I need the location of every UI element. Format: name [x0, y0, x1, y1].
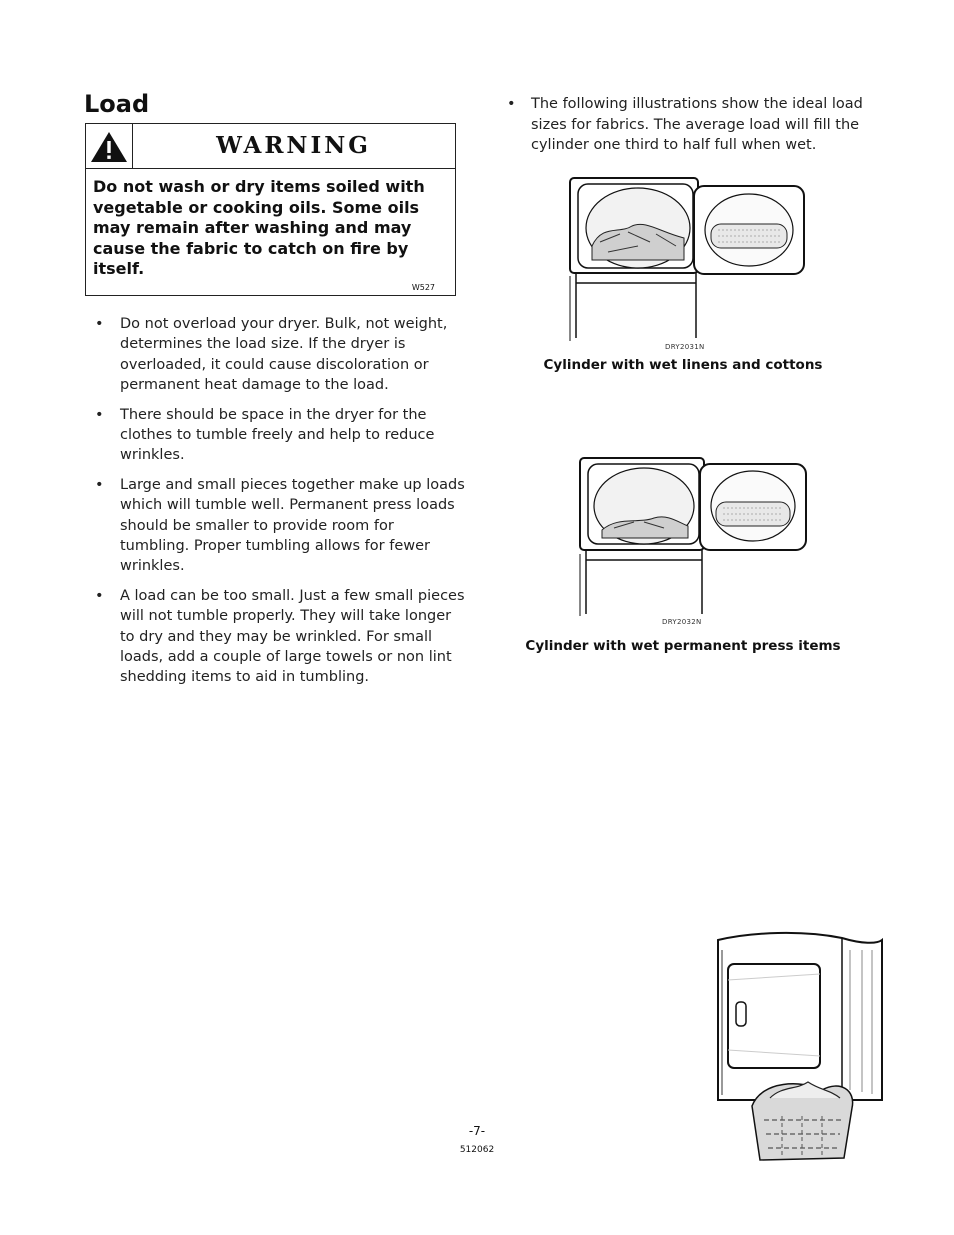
- figure-code: DRY2032N: [662, 618, 702, 626]
- dryer-permanent-press-illustration: [579, 457, 807, 616]
- warning-triangle-icon: [91, 132, 127, 162]
- document-number: 512062: [459, 1145, 495, 1155]
- warning-box: WARNING Do not wash or dry items soiled …: [85, 123, 456, 296]
- warning-text: Do not wash or dry items soiled with veg…: [93, 177, 425, 278]
- warning-code: W527: [411, 283, 435, 292]
- illustration-intro: The following illustrations show the ide…: [507, 94, 882, 156]
- load-guidelines-list: Do not overload your dryer. Bulk, not we…: [95, 314, 465, 697]
- warning-title: WARNING: [216, 132, 371, 159]
- warning-header: WARNING: [86, 124, 455, 169]
- list-item: Do not overload your dryer. Bulk, not we…: [95, 314, 465, 395]
- list-item: A load can be too small. Just a few smal…: [95, 586, 465, 687]
- list-item: Large and small pieces together make up …: [95, 475, 465, 576]
- figure-code: DRY2031N: [665, 343, 705, 351]
- list-item: There should be space in the dryer for t…: [95, 405, 465, 466]
- dryer-with-basket-illustration: [717, 931, 883, 1161]
- section-title: Load: [84, 90, 150, 118]
- dryer-linens-illustration: [569, 177, 805, 341]
- figure-caption: Cylinder with wet permanent press items: [525, 638, 841, 654]
- page-number: -7-: [468, 1124, 486, 1138]
- figure-caption: Cylinder with wet linens and cottons: [543, 357, 823, 373]
- warning-icon-cell: [86, 124, 133, 168]
